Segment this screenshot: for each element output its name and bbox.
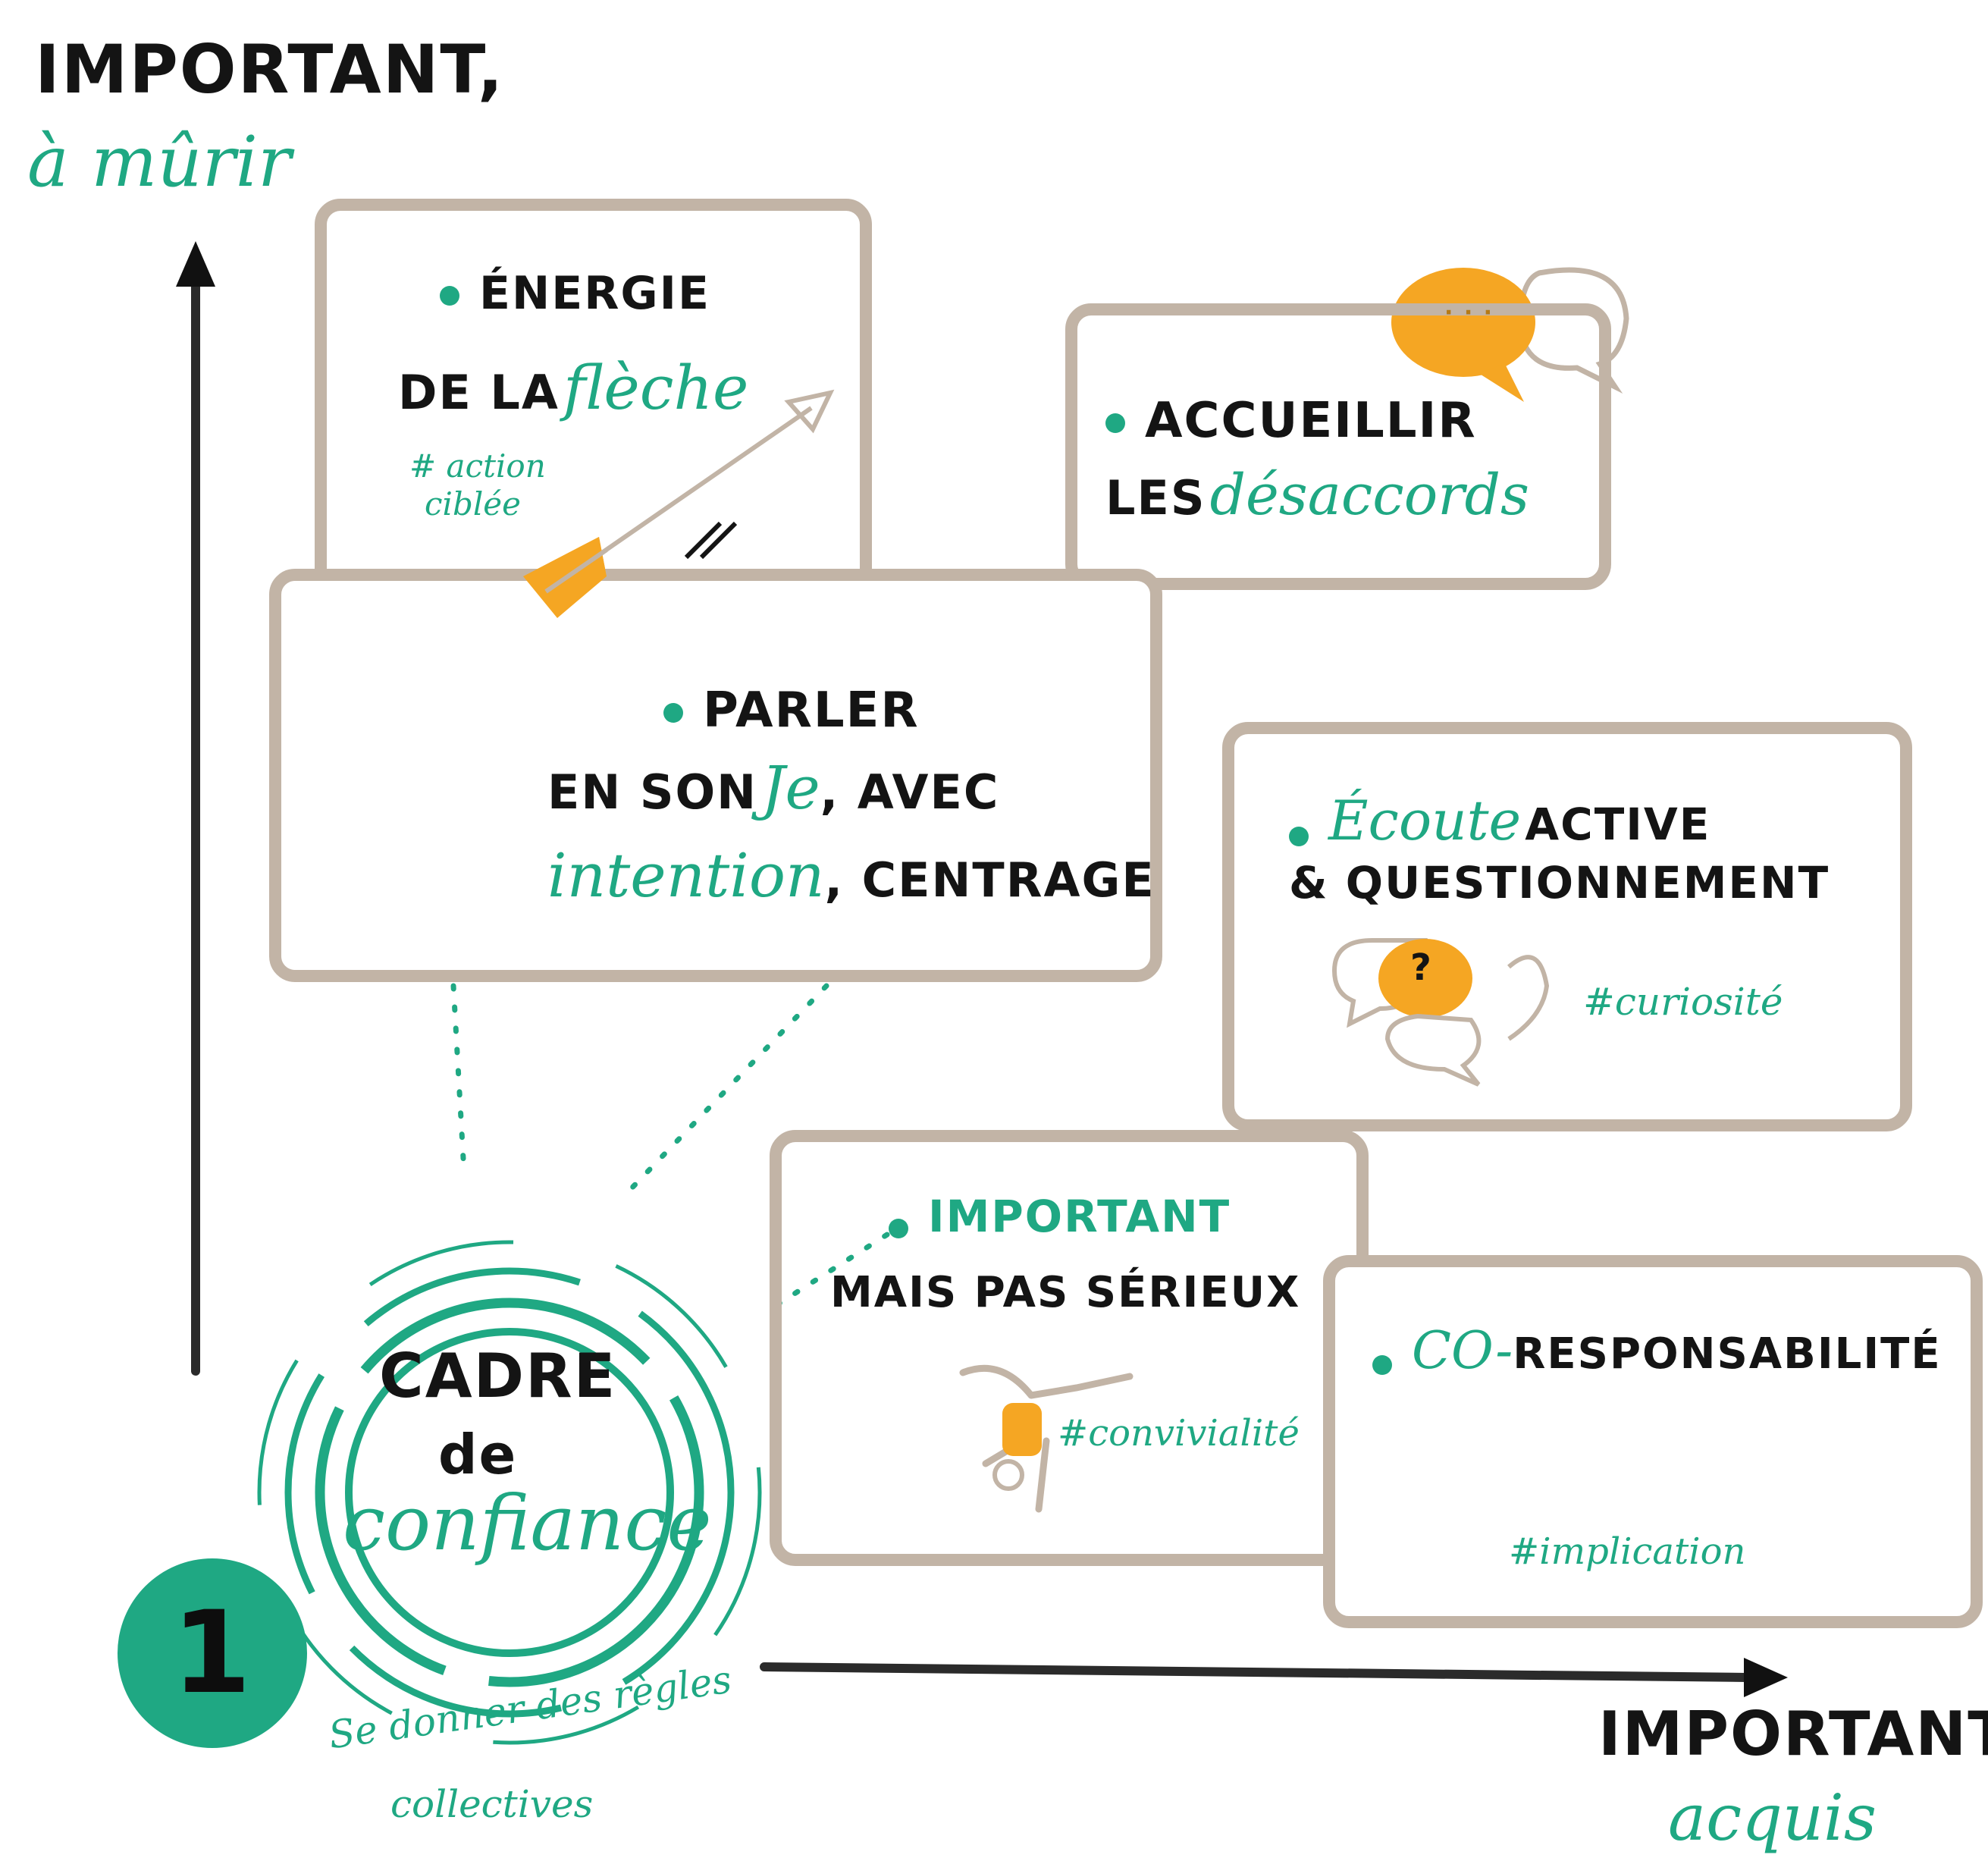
x-axis-label-sub: acquis xyxy=(1668,1781,1877,1855)
card-energie-subtitle: DE LA flèche xyxy=(398,353,749,423)
arrowhead-outline-icon xyxy=(784,389,835,434)
trust-circle-outer xyxy=(284,1267,735,1718)
trust-circle-outermost xyxy=(257,1240,762,1745)
trust-circle-inner xyxy=(345,1328,674,1657)
x-axis-label-top: IMPORTANT, xyxy=(1598,1699,1988,1769)
center-title-3: confiance xyxy=(343,1479,712,1568)
center-title-1: CADRE xyxy=(379,1341,617,1411)
center-caption-2: collectives xyxy=(390,1782,594,1826)
card-ecoute-title: Écoute ACTIVE xyxy=(1289,789,1710,852)
question-bubbles-icon xyxy=(1331,938,1550,1087)
bullet-dot-icon xyxy=(889,1218,908,1238)
number-badge-label: 1 xyxy=(171,1587,253,1719)
playful-figure-icon xyxy=(959,1364,1134,1513)
card-parler-line2: EN SON Je, AVEC xyxy=(547,755,1000,823)
card-ecoute-tag: #curiosité xyxy=(1583,980,1783,1024)
bullet-dot-icon xyxy=(440,286,459,306)
bullet-dot-icon xyxy=(663,703,683,723)
y-axis-arrowhead xyxy=(176,241,215,287)
y-axis-label-top: IMPORTANT, xyxy=(35,30,505,108)
bullet-dot-icon xyxy=(1105,413,1125,434)
card-accueillir-subtitle: LES désaccords xyxy=(1105,463,1530,528)
card-parler-line3: intention, CENTRAGE xyxy=(547,840,1155,911)
card-important-line2: MAIS PAS SÉRIEUX xyxy=(830,1268,1301,1317)
card-important-tag: #convivialité xyxy=(1058,1412,1300,1455)
dotted-connector-3 xyxy=(763,1232,890,1315)
card-accueillir xyxy=(1065,303,1611,590)
center-title-2: de xyxy=(438,1423,518,1486)
speech-bubble-dots: · · · xyxy=(1444,300,1494,326)
number-badge: 1 xyxy=(118,1558,307,1748)
card-coresp-title: CO-RESPONSABILITÉ xyxy=(1372,1321,1942,1381)
card-parler-title: PARLER xyxy=(663,683,920,739)
trust-circle-mid xyxy=(315,1298,704,1687)
card-accueillir-title: ACCUEILLIR xyxy=(1105,393,1477,449)
card-coresp-tag: #implication xyxy=(1509,1530,1746,1573)
card-energie-title: ÉNERGIE xyxy=(440,267,710,320)
question-mark: ? xyxy=(1410,946,1433,989)
x-axis-line xyxy=(760,1662,1752,1682)
dotted-connector-2 xyxy=(626,983,829,1194)
y-axis-label-sub: à mûrir xyxy=(27,121,291,202)
card-energie-tag-1: # action xyxy=(409,447,546,485)
speech-bubble-orange-icon xyxy=(1391,268,1535,377)
card-coresp xyxy=(1323,1255,1983,1628)
card-ecoute-line2: & QUESTIONNEMENT xyxy=(1289,857,1830,909)
bullet-dot-icon xyxy=(1289,826,1309,846)
card-parler xyxy=(269,569,1162,982)
card-ecoute xyxy=(1222,722,1912,1131)
card-energie-tag-2: ciblée xyxy=(425,485,521,523)
bullet-dot-icon xyxy=(1372,1354,1392,1375)
x-axis-arrowhead xyxy=(1744,1658,1788,1697)
card-important-title: IMPORTANT xyxy=(889,1191,1231,1242)
